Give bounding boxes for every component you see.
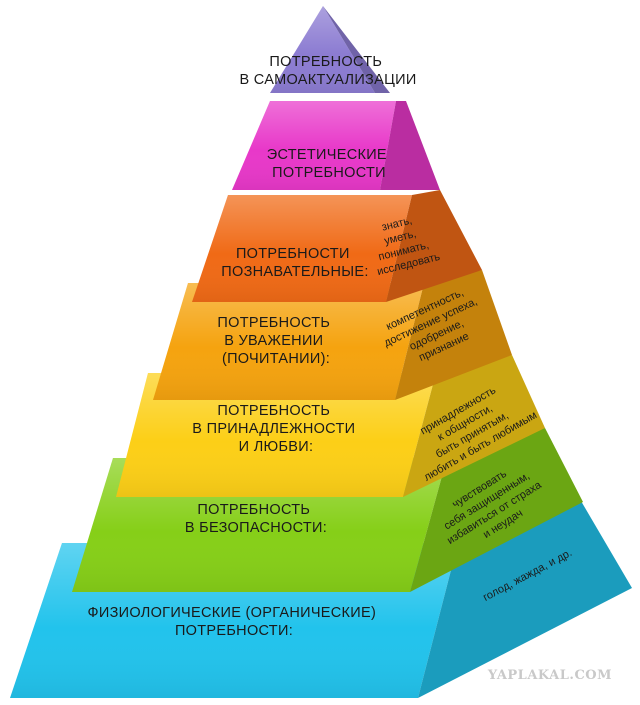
side-label-safety: чувствовать себя защищенным, избавиться … (430, 454, 553, 559)
tier-cognitive (192, 190, 482, 302)
tier-self-actualization-side (323, 6, 390, 93)
watermark-logo: YAPLAKAL.COM (487, 668, 612, 683)
tier-self-actualization (270, 6, 390, 93)
label-belonging: ПОТРЕБНОСТЬ В ПРИНАДЛЕЖНОСТИ И ЛЮБВИ: (192, 403, 359, 455)
tier-belonging-side (403, 355, 545, 497)
tier-esteem-side (395, 270, 512, 400)
tier-cognitive-side (386, 190, 482, 302)
label-aesthetic: ЭСТЕТИЧЕСКИЕ ПОТРЕБНОСТИ (267, 147, 392, 181)
label-esteem: ПОТРЕБНОСТЬ В УВАЖЕНИИ (ПОЧИТАНИИ): (217, 315, 334, 367)
tier-esteem (153, 270, 512, 400)
label-self-actualization: ПОТРЕБНОСТЬ В САМОАКТУАЛИЗАЦИИ (239, 54, 416, 88)
front-labels: ПОТРЕБНОСТЬ В САМОАКТУАЛИЗАЦИИ ЭСТЕТИЧЕС… (88, 54, 417, 639)
label-physiological: ФИЗИОЛОГИЧЕСКИЕ (ОРГАНИЧЕСКИЕ) ПОТРЕБНОС… (88, 605, 381, 639)
label-safety: ПОТРЕБНОСТЬ В БЕЗОПАСНОСТИ: (185, 502, 327, 536)
label-cognitive: ПОТРЕБНОСТИ ПОЗНАВАТЕЛЬНЫЕ: (221, 246, 368, 280)
tier-belonging (116, 355, 545, 497)
tier-aesthetic (232, 101, 440, 190)
tier-aesthetic-side (380, 101, 440, 190)
side-label-cognitive: знать, уметь, понимать, исследовать (366, 210, 442, 278)
